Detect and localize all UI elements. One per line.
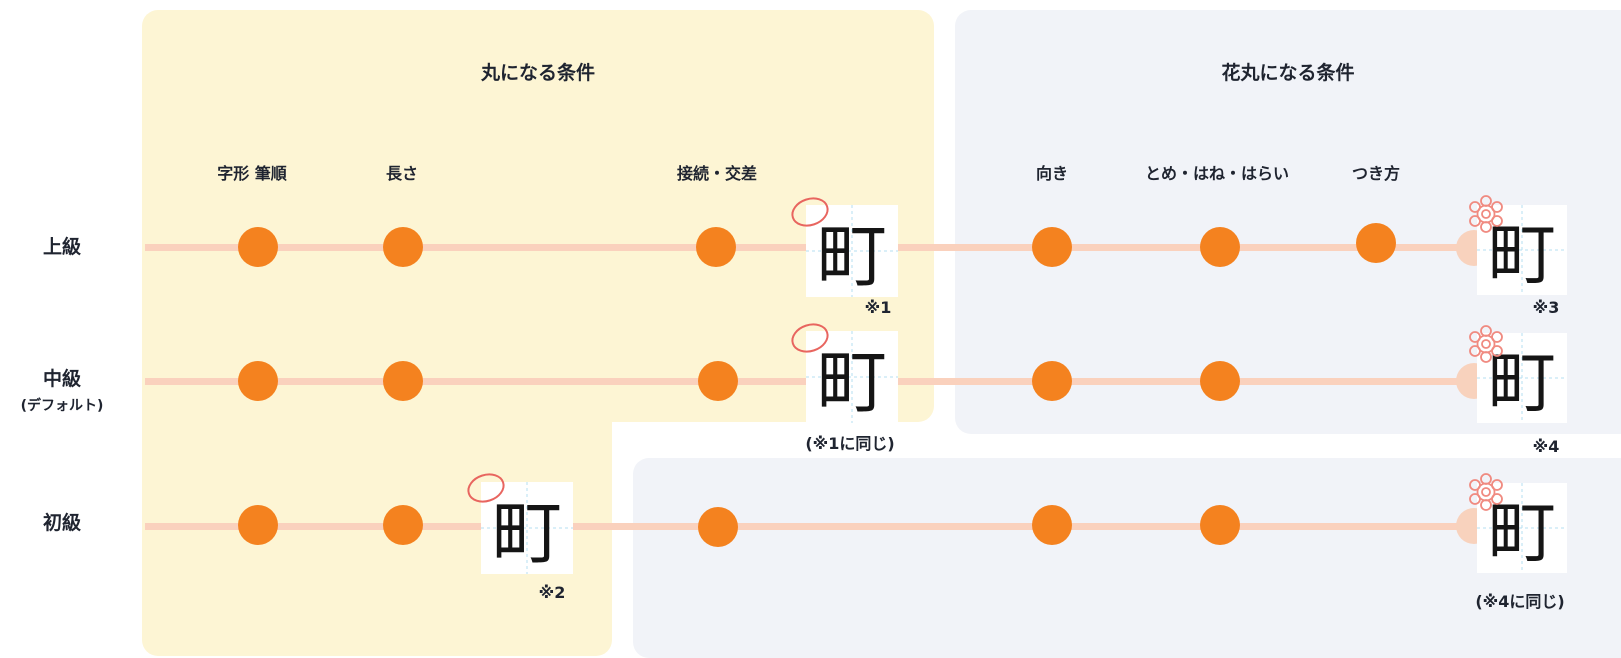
dot-advanced-setsuzoku: [696, 227, 736, 267]
sample-card-maru-intermediate: 町: [806, 331, 898, 423]
dot-advanced-nagasa: [383, 227, 423, 267]
dot-beginner-jikei: [238, 505, 278, 545]
sample-card-hanamaru-advanced: 町: [1477, 205, 1567, 295]
note-1: ※1: [864, 298, 892, 317]
sample-char-hanamaru-beginner: 町: [1488, 494, 1556, 573]
sample-card-hanamaru-beginner: 町: [1477, 483, 1567, 573]
dot-beginner-nagasa: [383, 505, 423, 545]
dot-advanced-jikei: [238, 227, 278, 267]
dot-intermediate-nagasa: [383, 361, 423, 401]
sample-char-hanamaru-intermediate: 町: [1488, 344, 1556, 423]
level-intermediate-sublabel: (デフォルト): [20, 398, 104, 414]
level-advanced-name: 上級: [42, 236, 81, 258]
hanamaru-conditions-panel-lower: [633, 458, 1621, 658]
hanamaru-flower-icon: [1469, 473, 1503, 511]
dot-advanced-muki: [1032, 227, 1072, 267]
level-label-advanced: 上級: [0, 232, 124, 259]
column-setsuzoku-kousa: 接続・交差: [676, 164, 758, 183]
level-beginner-name: 初級: [42, 512, 81, 534]
note-4-same: (※4に同じ): [1475, 592, 1565, 611]
level-label-beginner: 初級: [0, 508, 124, 535]
column-muki: 向き: [1035, 164, 1069, 183]
dot-intermediate-tome: [1200, 361, 1240, 401]
dot-intermediate-jikei: [238, 361, 278, 401]
dot-beginner-tome: [1200, 505, 1240, 545]
maru-mark-icon: [791, 323, 829, 353]
maru-section-title: 丸になる条件: [480, 62, 595, 84]
maru-mark-icon: [467, 473, 505, 503]
dot-beginner-setsuzoku: [698, 507, 738, 547]
track-beginner: [145, 523, 1475, 530]
maru-mark-icon: [791, 197, 829, 227]
sample-char-maru-intermediate: 町: [817, 341, 887, 423]
hanamaru-flower-icon: [1469, 325, 1503, 363]
dot-intermediate-setsuzoku: [698, 361, 738, 401]
dot-advanced-tome: [1200, 227, 1240, 267]
sample-char-hanamaru-advanced: 町: [1488, 216, 1556, 295]
dot-intermediate-muki: [1032, 361, 1072, 401]
column-jikei-hitsujun: 字形 筆順: [217, 164, 287, 183]
column-nagasa: 長さ: [385, 164, 419, 183]
sample-char-maru-advanced: 町: [817, 215, 887, 297]
hanamaru-flower-icon: [1469, 195, 1503, 233]
note-2: ※2: [538, 583, 566, 602]
sample-char-maru-beginner: 町: [492, 492, 562, 574]
maru-conditions-panel: [142, 10, 934, 422]
dot-advanced-tsukikata: [1356, 223, 1396, 263]
note-1-same: (※1に同じ): [805, 434, 895, 453]
sample-card-maru-beginner: 町: [481, 482, 573, 574]
column-tome-hane-harai: とめ・はね・はらい: [1144, 164, 1290, 183]
hanamaru-section-title: 花丸になる条件: [1221, 62, 1355, 84]
note-4: ※4: [1532, 437, 1560, 456]
level-label-intermediate: 中級 (デフォルト): [0, 364, 124, 415]
dot-beginner-muki: [1032, 505, 1072, 545]
note-3: ※3: [1532, 298, 1560, 317]
column-tsukikata: つき方: [1351, 164, 1401, 183]
level-intermediate-name: 中級: [42, 368, 81, 390]
